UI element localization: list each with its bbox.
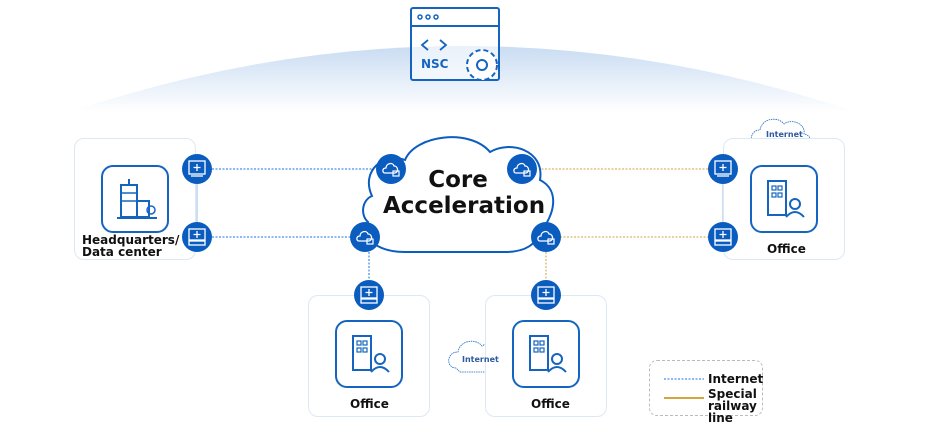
office-bottom-right-label: Office: [531, 397, 570, 411]
office-right-icon-box: [750, 165, 818, 233]
core-node-bottom-left[interactable]: [350, 222, 380, 252]
office-building-icon: [767, 180, 805, 218]
gateway-office-bottom-right[interactable]: [531, 280, 561, 310]
gateway-office-right-top[interactable]: [708, 154, 738, 184]
nsc-label: NSC: [421, 57, 449, 71]
office-building-icon: [529, 335, 567, 373]
office-bottom-right-icon-box: [512, 320, 580, 388]
gateway-office-bottom-left[interactable]: [354, 280, 384, 310]
internet-cloud-right-label: Internet: [766, 130, 803, 139]
router-icon: [714, 160, 732, 177]
cloud-router-icon: [382, 162, 400, 177]
nsc-controller: NSC: [410, 7, 505, 82]
legend-internet-label: Internet: [708, 372, 764, 386]
internet-cloud-bottom-label: Internet: [462, 355, 499, 364]
nsc-window-icon: [410, 7, 500, 81]
cloud-router-icon: [356, 230, 374, 245]
headquarters-label: Headquarters/ Data center: [82, 233, 180, 259]
core-node-bottom-right[interactable]: [531, 222, 561, 252]
legend-line-samples: [664, 378, 704, 399]
office-bottom-left-label: Office: [350, 397, 389, 411]
gateway-office-right-bottom[interactable]: [708, 222, 738, 252]
legend: Internet Special railway line: [649, 360, 764, 424]
core-node-top-left[interactable]: [376, 154, 406, 184]
cloud-router-icon: [513, 162, 531, 177]
gateway-hq-top[interactable]: [182, 154, 212, 184]
legend-special-label: Special railway line: [708, 387, 757, 425]
headquarters-icon-box: [101, 165, 169, 233]
gateway-hq-bottom[interactable]: [182, 222, 212, 252]
core-node-top-right[interactable]: [507, 154, 537, 184]
router-icon: [188, 228, 206, 246]
cloud-router-icon: [537, 230, 555, 245]
office-building-icon: [352, 335, 390, 373]
router-icon: [188, 160, 206, 177]
router-icon: [537, 286, 555, 304]
router-icon: [714, 228, 732, 246]
office-bottom-left-icon-box: [335, 320, 403, 388]
headquarters-building-icon: [117, 179, 157, 219]
office-right-label: Office: [767, 242, 806, 256]
core-acceleration-title: Core Acceleration: [383, 167, 546, 219]
router-icon: [360, 286, 378, 304]
